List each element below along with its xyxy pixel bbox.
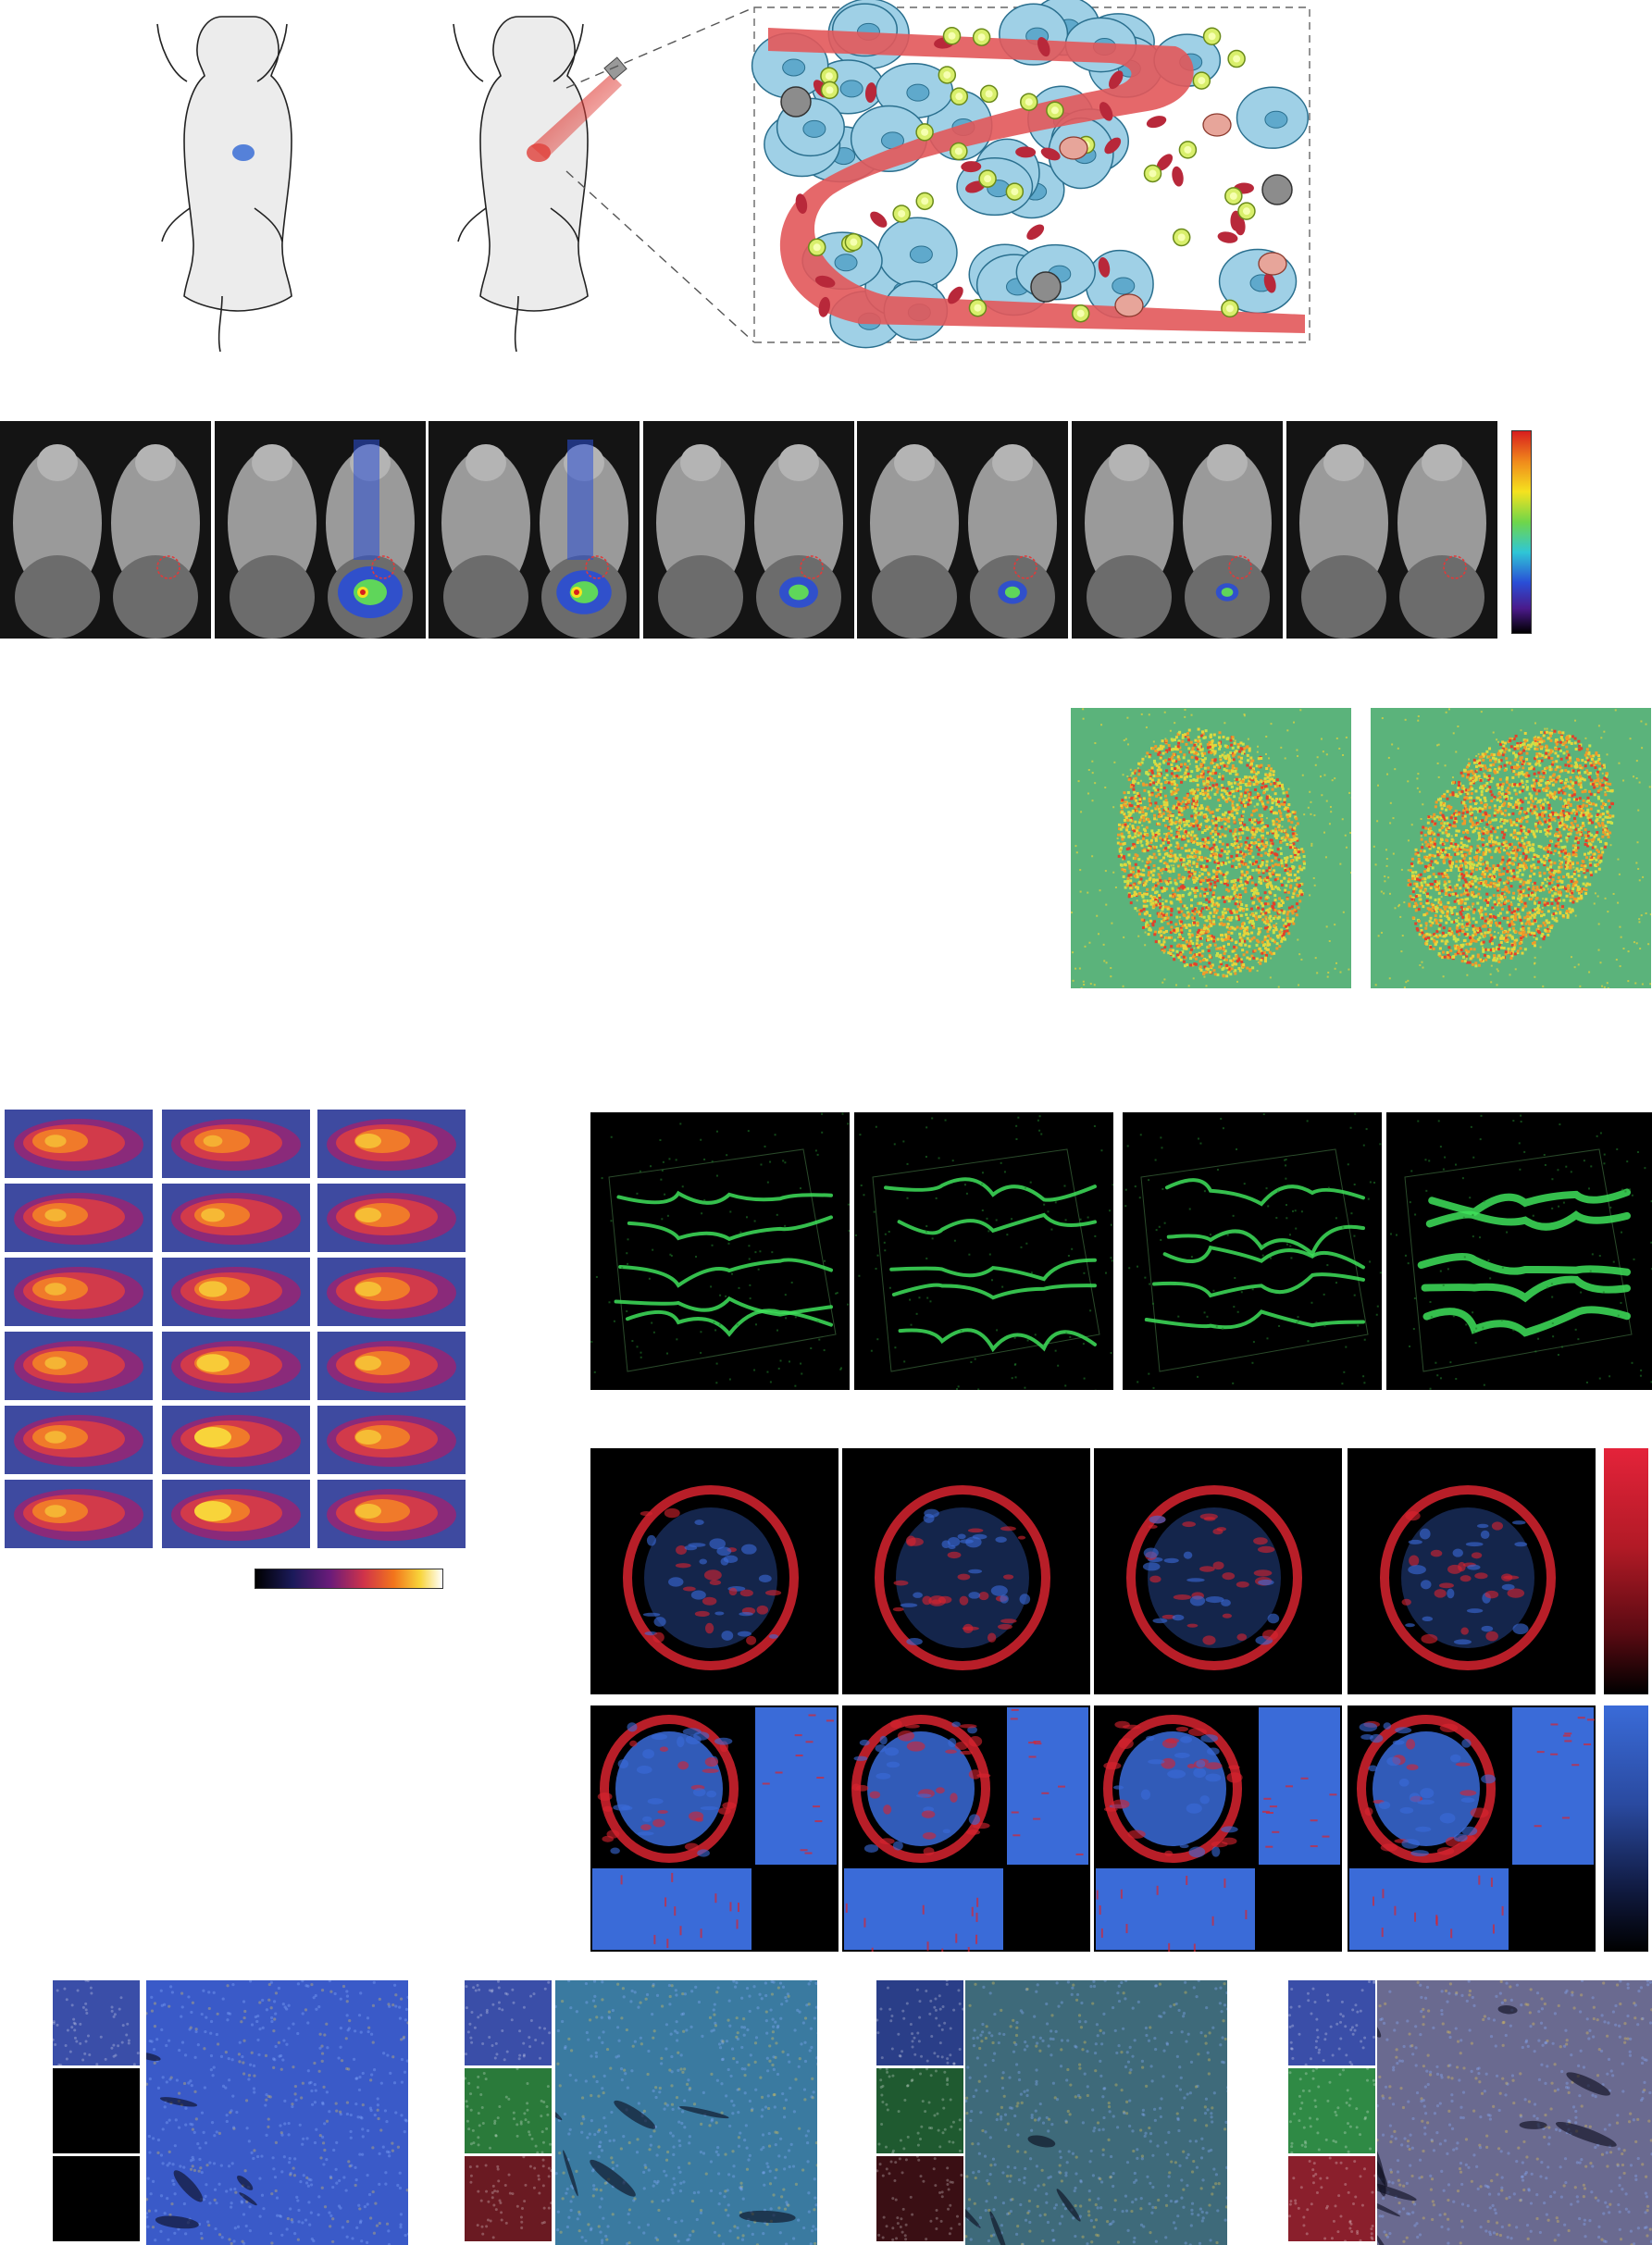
thermal-image	[317, 1184, 466, 1252]
oct-red-colorbar	[1604, 1448, 1648, 1694]
mouse-illustration-control	[156, 16, 292, 353]
oct-panel	[590, 1705, 838, 1952]
vessel-3d-row	[590, 1112, 1652, 1390]
fluorescence-panel	[0, 421, 211, 639]
fluorescence-panel	[643, 421, 854, 639]
histology-channel-panel	[876, 2068, 963, 2153]
vessel-3d-panel	[1386, 1112, 1652, 1390]
thermal-image	[162, 1406, 310, 1474]
thermal-image	[162, 1480, 310, 1548]
oct-blue-colorbar	[1604, 1705, 1648, 1952]
nanoparticles	[780, 27, 1293, 323]
oct-panel	[1094, 1705, 1342, 1952]
vessel-3d-panel	[590, 1112, 850, 1390]
thermal-image	[5, 1480, 153, 1548]
heatmap-panel-1	[1071, 708, 1351, 988]
oct-panel	[590, 1448, 838, 1694]
fluorescence-panel	[429, 421, 640, 639]
thermal-image	[317, 1258, 466, 1326]
laser-source-icon	[603, 56, 627, 81]
histology-row	[0, 1980, 1652, 2245]
fluorescence-panel	[215, 421, 426, 639]
oct-panel	[1348, 1705, 1596, 1952]
histology-channel-panel	[1288, 1980, 1375, 2065]
oct-row-2	[590, 1705, 1599, 1952]
vessel-3d-panel	[854, 1112, 1113, 1390]
fluorescence-imaging-strip	[0, 421, 1536, 639]
oct-panel	[1348, 1448, 1596, 1694]
thermal-image	[5, 1406, 153, 1474]
thermal-image	[162, 1110, 310, 1178]
thermal-image-grid	[5, 1110, 472, 1549]
thermal-image	[5, 1110, 153, 1178]
thermal-image	[162, 1184, 310, 1252]
thermal-image	[5, 1184, 153, 1252]
oct-panel	[1094, 1448, 1342, 1694]
thermal-image	[317, 1480, 466, 1548]
tumor-spot-blue	[232, 144, 255, 161]
histology-merged-panel	[965, 1980, 1227, 2245]
histology-channel-panel	[53, 2068, 140, 2153]
thermal-image	[317, 1406, 466, 1474]
oct-panel	[842, 1705, 1090, 1952]
oct-row-1	[590, 1448, 1599, 1694]
fluorescence-panel	[857, 421, 1068, 639]
histology-merged-panel	[146, 1980, 408, 2245]
thermal-image	[5, 1332, 153, 1400]
histology-merged-panel	[1377, 1980, 1652, 2245]
histology-channel-panel	[1288, 2068, 1375, 2153]
histology-channel-panel	[53, 2156, 140, 2241]
heatmap-panel-2	[1371, 708, 1651, 988]
thermal-image	[317, 1110, 466, 1178]
histology-channel-panel	[53, 1980, 140, 2065]
histology-channel-panel	[465, 1980, 552, 2065]
histology-channel-panel	[465, 2156, 552, 2241]
oct-panel	[842, 1448, 1090, 1694]
thermal-colorbar	[255, 1569, 443, 1589]
fluorescence-panel	[1286, 421, 1497, 639]
vessel-3d-panel	[1123, 1112, 1382, 1390]
histology-channel-panel	[876, 2156, 963, 2241]
mouse-illustration-treated	[453, 16, 589, 353]
schematic-row	[0, 0, 1652, 370]
tumor-spot-red	[527, 143, 551, 162]
fluorescence-panel	[1072, 421, 1283, 639]
histology-channel-panel	[1288, 2156, 1375, 2241]
thermal-image	[162, 1332, 310, 1400]
thermal-image	[317, 1332, 466, 1400]
red-blood-cells	[795, 37, 1276, 317]
laser-beam	[531, 74, 622, 159]
histology-merged-panel	[555, 1980, 817, 2245]
thermal-image	[162, 1258, 310, 1326]
thermal-image	[5, 1258, 153, 1326]
fluorescence-colorbar	[1511, 430, 1532, 634]
histology-channel-panel	[876, 1980, 963, 2065]
histology-channel-panel	[465, 2068, 552, 2153]
